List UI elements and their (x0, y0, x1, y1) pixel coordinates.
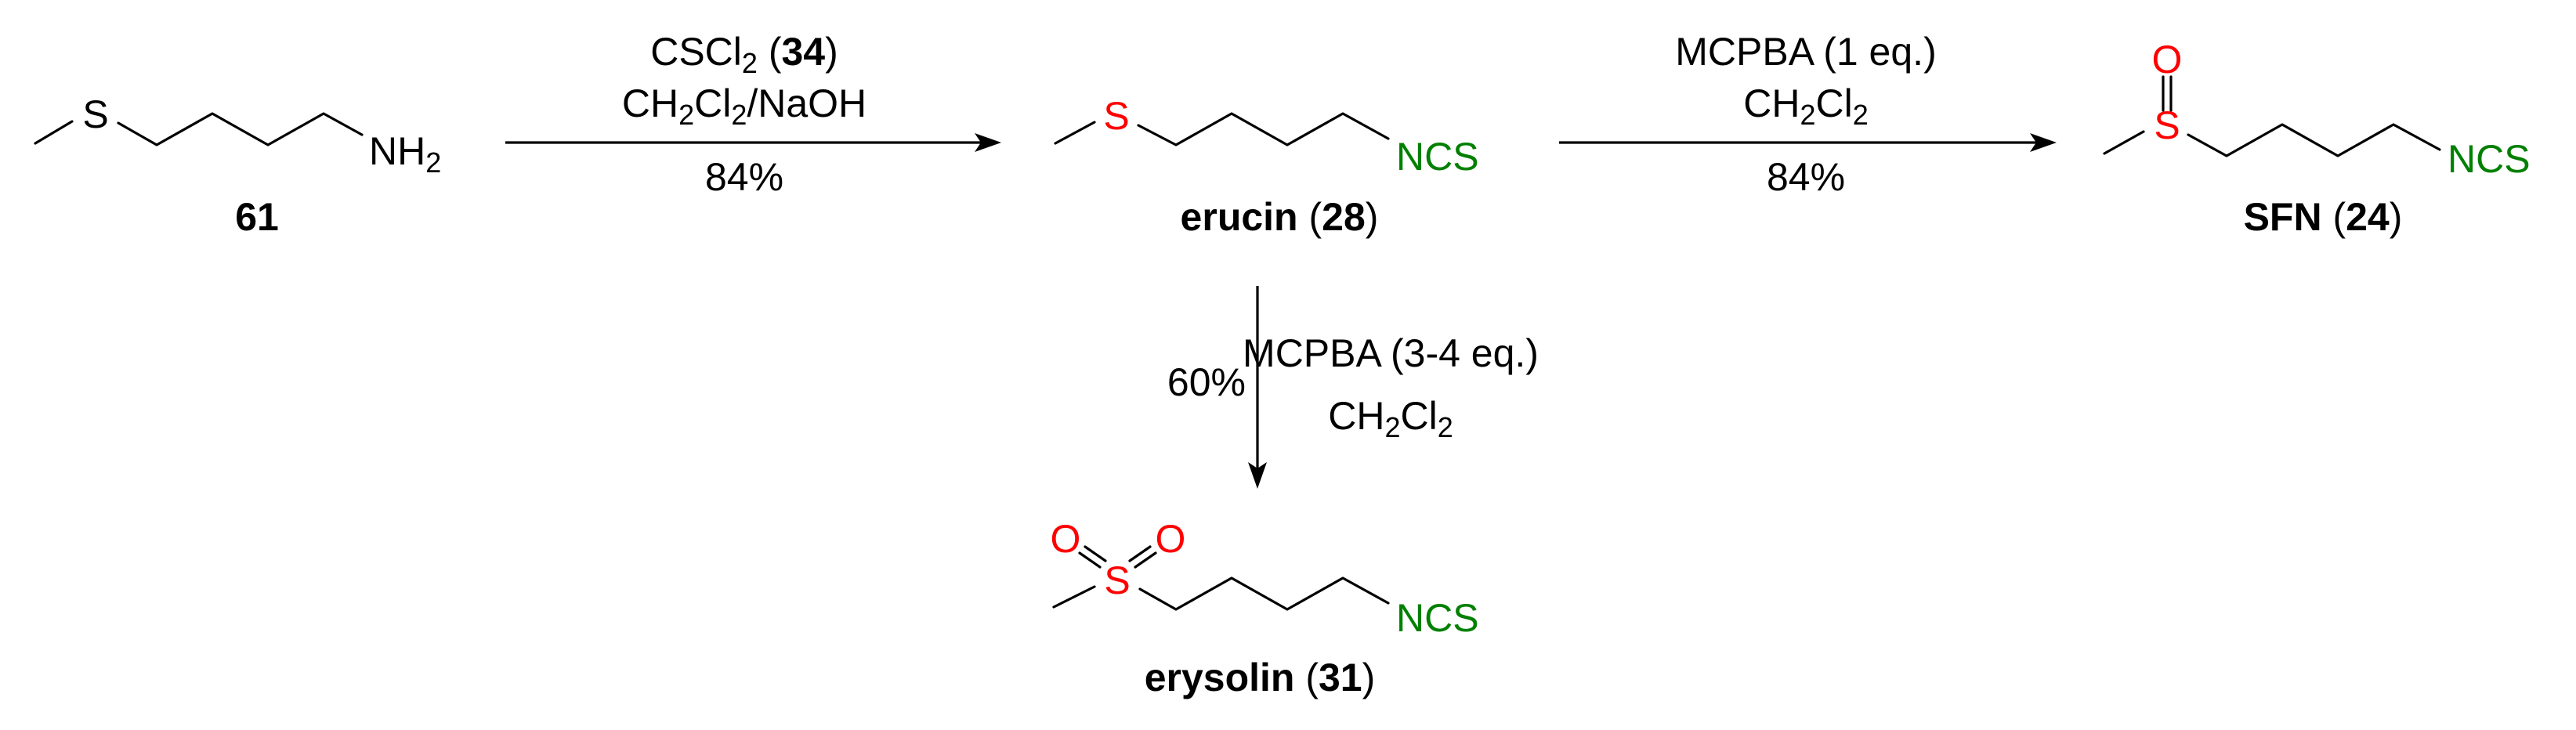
erysolin-open: ( (1294, 656, 1319, 699)
compound-61-structure: S NH2 (34, 92, 441, 179)
reaction-1-reagent: CSCl2 (34) (650, 30, 838, 79)
erucin-name: erucin (1181, 195, 1298, 239)
erysolin-id: 31 (1319, 656, 1362, 699)
erysolin-structure: O O S NCS (1051, 517, 1479, 640)
erucin-ncs: NCS (1396, 135, 1479, 179)
compound-61-amine: NH2 (369, 129, 441, 179)
erysolin-ncs: NCS (1396, 596, 1479, 640)
erucin-id: 28 (1322, 195, 1366, 239)
compound-61-bonds (34, 120, 74, 145)
sfn-close: ) (2390, 195, 2403, 239)
reaction-2-solvent: CH2Cl2 (1743, 81, 1869, 131)
sfn-ncs: NCS (2448, 137, 2531, 181)
solvent-sub2: 2 (731, 99, 747, 131)
erysolin-chain (1138, 576, 1390, 611)
reagent-cscl-sub: 2 (742, 47, 758, 79)
sfn-structure: O S NCS (2103, 38, 2531, 181)
sfn-id: 24 (2346, 195, 2390, 239)
r2-solvent-cl: Cl (1816, 81, 1853, 125)
erysolin-close: ) (1362, 656, 1376, 699)
erysolin-s-o-right-bond (1128, 545, 1152, 562)
solvent-sub1: 2 (678, 99, 694, 131)
erucin-sulfur: S (1103, 94, 1129, 138)
sfn-open: ( (2322, 195, 2346, 239)
erysolin-label: erysolin (31) (1145, 656, 1376, 699)
erucin-label: erucin (28) (1181, 195, 1379, 239)
compound-61-label: 61 (235, 195, 279, 239)
reaction-1-yield: 84% (705, 155, 783, 199)
r3-solvent-cl: Cl (1401, 394, 1438, 438)
r2-solvent-sub2: 2 (1853, 99, 1869, 131)
reaction-3-yield: 60% (1167, 360, 1246, 404)
r3-solvent-sub1: 2 (1384, 411, 1400, 443)
reagent-open: ( (758, 30, 782, 74)
r3-solvent-sub2: 2 (1438, 411, 1453, 443)
erysolin-sulfur: S (1104, 558, 1130, 602)
reaction-2-yield: 84% (1767, 155, 1845, 199)
erucin-chain (1137, 112, 1390, 146)
compound-61-sulfur: S (82, 92, 108, 136)
r2-solvent-ch: CH (1743, 81, 1800, 125)
erysolin-oxygen-left: O (1051, 517, 1081, 561)
reaction-1-arrow (505, 133, 1001, 152)
solvent-ch: CH (622, 81, 678, 125)
erucin-close: ) (1366, 195, 1379, 239)
sfn-name: SFN (2244, 195, 2322, 239)
reaction-2-arrow (1559, 133, 2057, 152)
reagent-id: 34 (781, 30, 825, 74)
erysolin-name: erysolin (1145, 656, 1295, 699)
sfn-label: SFN (24) (2244, 195, 2403, 239)
reagent-close: ) (825, 30, 838, 74)
amine-nh: NH (369, 129, 425, 173)
erysolin-oxygen-right: O (1156, 517, 1186, 561)
solvent-cl: Cl (694, 81, 731, 125)
erucin-open: ( (1298, 195, 1322, 239)
compound-61-chain (117, 112, 364, 146)
sfn-sulfur: S (2154, 103, 2180, 147)
r2-solvent-sub1: 2 (1800, 99, 1815, 131)
reaction-1-solvent: CH2Cl2/NaOH (622, 81, 867, 131)
reaction-2-reagent: MCPBA (1 eq.) (1675, 30, 1936, 74)
solvent-naoh: /NaOH (747, 81, 867, 125)
erysolin-s-o-left-bond (1078, 551, 1102, 569)
reagent-cscl: CSCl (650, 30, 742, 74)
reaction-3-reagent: MCPBA (3-4 eq.) (1243, 331, 1539, 375)
reaction-3-arrow (1248, 286, 1267, 489)
reaction-3-solvent: CH2Cl2 (1328, 394, 1453, 443)
sfn-oxygen: O (2152, 38, 2183, 81)
sfn-chain (2187, 123, 2441, 157)
erucin-structure: S NCS (1054, 94, 1479, 179)
r3-solvent-ch: CH (1328, 394, 1384, 438)
amine-sub: 2 (425, 146, 441, 179)
